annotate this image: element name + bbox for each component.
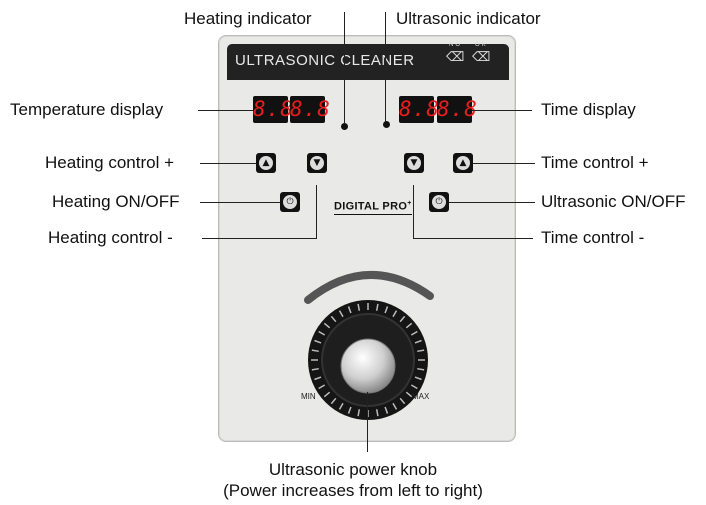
heating-indicator-line: [344, 12, 345, 124]
power-icon: ⏻: [432, 195, 446, 209]
knob-tick: [338, 310, 344, 318]
no-mark: NO: [449, 42, 462, 48]
knob-tick: [392, 402, 398, 410]
knob-tick: [375, 303, 379, 311]
panel-title: ULTRASONIC CLEANER: [235, 52, 415, 69]
power-arc: [304, 271, 434, 304]
knob-label-line2: (Power increases from left to right): [223, 481, 483, 500]
heating-indicator-label: Heating indicator: [184, 9, 312, 28]
heating-onoff-button[interactable]: ⏻: [280, 192, 300, 212]
knob-tick: [323, 391, 331, 398]
knob-tick: [399, 397, 406, 405]
knob-tick: [347, 306, 352, 314]
knob-tick: [399, 315, 406, 323]
knob-tick: [357, 409, 361, 417]
ultrasonic-indicator-line: [385, 12, 386, 122]
knob-tick: [347, 406, 352, 414]
knob-tick: [417, 367, 425, 371]
ultrasonic-indicator-light: [383, 121, 390, 128]
time-display-line: [472, 110, 532, 111]
knob-tick: [414, 376, 422, 381]
temperature-display-left: 8.8: [253, 96, 294, 123]
heating-onoff-label: Heating ON/OFF: [52, 192, 180, 211]
ok-mark: OK: [475, 42, 488, 48]
heating-minus-label: Heating control -: [48, 228, 173, 247]
ultrasonic-onoff-line: [449, 202, 535, 203]
down-arrow-icon: ▼: [407, 156, 421, 170]
heating-minus-button[interactable]: ▼: [307, 153, 327, 173]
time-plus-line: [473, 163, 535, 164]
knob-tick: [384, 306, 389, 314]
knob-tick: [410, 330, 418, 336]
knob-tick: [405, 391, 413, 398]
knob-tick: [357, 303, 361, 311]
knob-tick: [405, 322, 413, 329]
ultrasonic-onoff-button[interactable]: ⏻: [429, 192, 449, 212]
knob-tick: [318, 330, 326, 336]
ultrasonic-indicator-label: Ultrasonic indicator: [396, 9, 541, 28]
knob-tick: [410, 384, 418, 390]
up-arrow-icon: ▲: [456, 156, 470, 170]
knob-tick: [311, 367, 319, 371]
time-plus-label: Time control +: [541, 153, 649, 172]
heating-plus-label: Heating control +: [45, 153, 174, 172]
knob-tick: [417, 349, 425, 353]
heating-indicator-light: [341, 123, 348, 130]
knob-tick: [414, 339, 422, 344]
time-plus-button[interactable]: ▲: [453, 153, 473, 173]
min-label: MIN: [301, 392, 316, 401]
knob-tick: [311, 349, 319, 353]
washing-symbol-icon: ⌫NO ⌫OK: [446, 42, 493, 64]
knob-tick: [338, 402, 344, 410]
power-knob-graphic: [304, 271, 434, 420]
heating-minus-line-h: [202, 238, 317, 239]
time-display-left: 8.8: [399, 96, 440, 123]
knob-tick: [375, 409, 379, 417]
knob-tick: [384, 406, 389, 414]
time-minus-line-v: [413, 185, 414, 238]
time-display-label: Time display: [541, 100, 636, 119]
heating-onoff-line: [200, 202, 280, 203]
knob-tick: [314, 339, 322, 344]
max-label: MAX: [412, 392, 430, 401]
knob-tick: [330, 315, 337, 323]
power-icon: ⏻: [283, 195, 297, 209]
knob-line: [367, 392, 368, 452]
time-minus-label: Time control -: [541, 228, 645, 247]
time-minus-button[interactable]: ▼: [404, 153, 424, 173]
heating-minus-line-v: [316, 185, 317, 238]
time-minus-line-h: [413, 238, 533, 239]
temperature-display-label: Temperature display: [10, 100, 164, 119]
heating-plus-button[interactable]: ▲: [256, 153, 276, 173]
knob-tick: [318, 384, 326, 390]
knob-cap: [340, 338, 396, 394]
knob-tick: [314, 376, 322, 381]
brand-logo: DIGITAL PRO+: [334, 200, 412, 215]
time-display-right: 8.8: [437, 96, 478, 123]
ultrasonic-onoff-label: Ultrasonic ON/OFF: [541, 192, 686, 211]
temperature-display-line: [198, 110, 253, 111]
up-arrow-icon: ▲: [259, 156, 273, 170]
down-arrow-icon: ▼: [310, 156, 324, 170]
knob-tick: [392, 310, 398, 318]
knob-tick: [330, 397, 337, 405]
knob-label-line1: Ultrasonic power knob: [268, 460, 438, 479]
temperature-display-right: 8.8: [290, 96, 331, 123]
panel-header: [227, 44, 509, 80]
heating-plus-line: [200, 163, 256, 164]
knob-ticks: [311, 303, 425, 417]
knob-tick: [323, 322, 331, 329]
